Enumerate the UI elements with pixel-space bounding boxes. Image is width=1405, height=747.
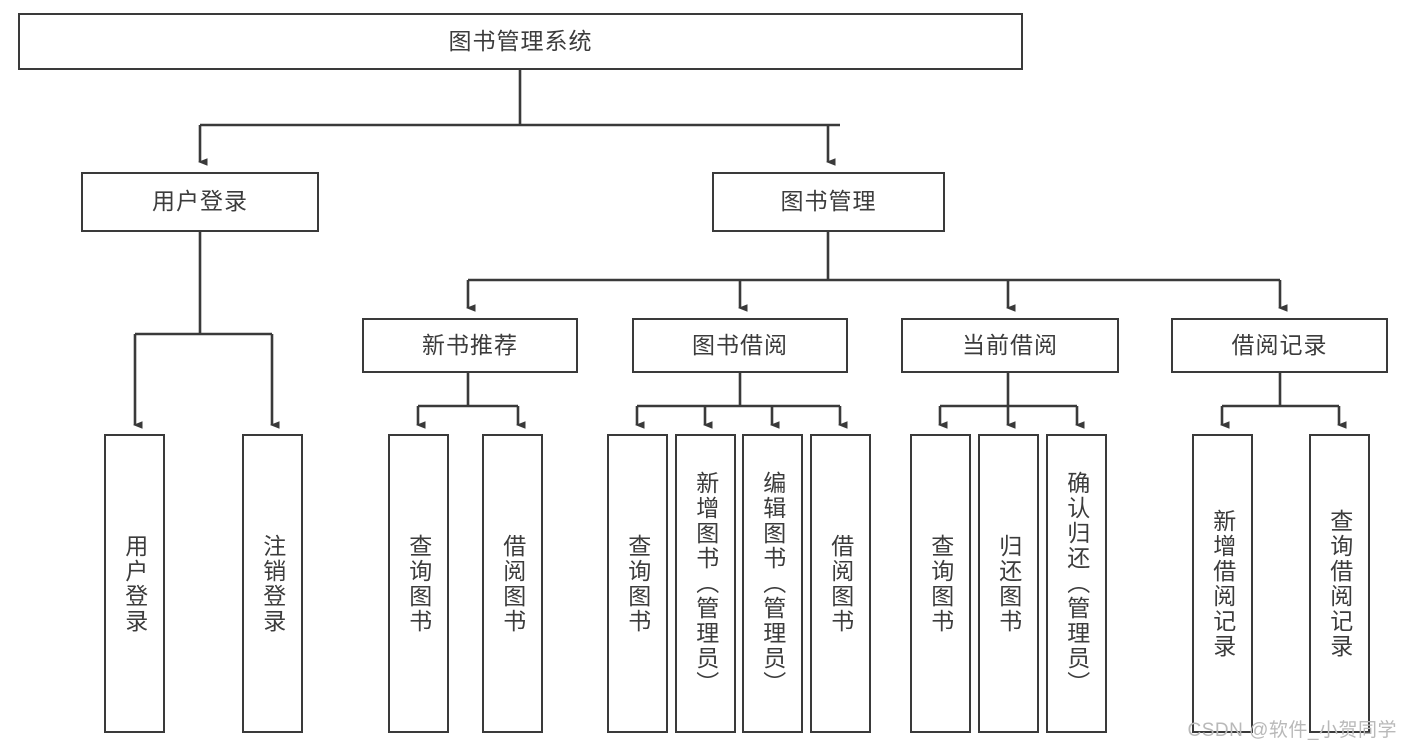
leaf-query-books-recommend[interactable]: 查询图书 [388, 434, 449, 733]
node-label: 当前借阅 [962, 331, 1058, 358]
node-label: 借阅图书 [827, 533, 854, 634]
node-label: 查询图书 [624, 533, 651, 634]
node-label: 归还图书 [995, 533, 1022, 634]
leaf-add-book-admin[interactable]: 新增图书（管理员） [675, 434, 736, 733]
node-current-borrowing[interactable]: 当前借阅 [901, 318, 1119, 373]
node-label: 注销登录 [259, 533, 286, 634]
leaf-add-borrow-record[interactable]: 新增借阅记录 [1192, 434, 1253, 733]
node-label: 查询图书 [927, 533, 954, 634]
node-user-login[interactable]: 用户登录 [81, 172, 319, 232]
leaf-query-books-current[interactable]: 查询图书 [910, 434, 971, 733]
leaf-confirm-return-admin[interactable]: 确认归还（管理员） [1046, 434, 1107, 733]
leaf-return-books[interactable]: 归还图书 [978, 434, 1039, 733]
leaf-query-books-borrow[interactable]: 查询图书 [607, 434, 668, 733]
leaf-logout[interactable]: 注销登录 [242, 434, 303, 733]
node-label: 新增借阅记录 [1209, 508, 1236, 659]
leaf-borrow-books[interactable]: 借阅图书 [810, 434, 871, 733]
node-label: 确认归还（管理员） [1063, 471, 1090, 696]
node-borrowing-records[interactable]: 借阅记录 [1171, 318, 1388, 373]
node-label: 编辑图书（管理员） [759, 471, 786, 696]
leaf-user-login[interactable]: 用户登录 [104, 434, 165, 733]
node-label: 图书管理系统 [448, 27, 593, 54]
node-label: 借阅记录 [1231, 331, 1328, 358]
node-label: 用户登录 [152, 188, 248, 215]
leaf-query-borrow-record[interactable]: 查询借阅记录 [1309, 434, 1370, 733]
node-book-management[interactable]: 图书管理 [712, 172, 945, 232]
node-label: 查询借阅记录 [1326, 508, 1353, 659]
node-root-book-management-system[interactable]: 图书管理系统 [18, 13, 1023, 70]
node-label: 图书管理 [780, 188, 877, 215]
node-new-book-recommendation[interactable]: 新书推荐 [362, 318, 578, 373]
node-book-borrowing[interactable]: 图书借阅 [632, 318, 848, 373]
watermark: CSDN @软件_小贺同学 [1187, 720, 1397, 741]
node-label: 图书借阅 [692, 331, 788, 358]
node-label: 用户登录 [121, 533, 148, 634]
node-label: 新书推荐 [422, 331, 518, 358]
node-label: 借阅图书 [499, 533, 526, 634]
leaf-edit-book-admin[interactable]: 编辑图书（管理员） [742, 434, 803, 733]
node-label: 查询图书 [405, 533, 432, 634]
node-label: 新增图书（管理员） [692, 471, 719, 696]
leaf-borrow-books-recommend[interactable]: 借阅图书 [482, 434, 543, 733]
